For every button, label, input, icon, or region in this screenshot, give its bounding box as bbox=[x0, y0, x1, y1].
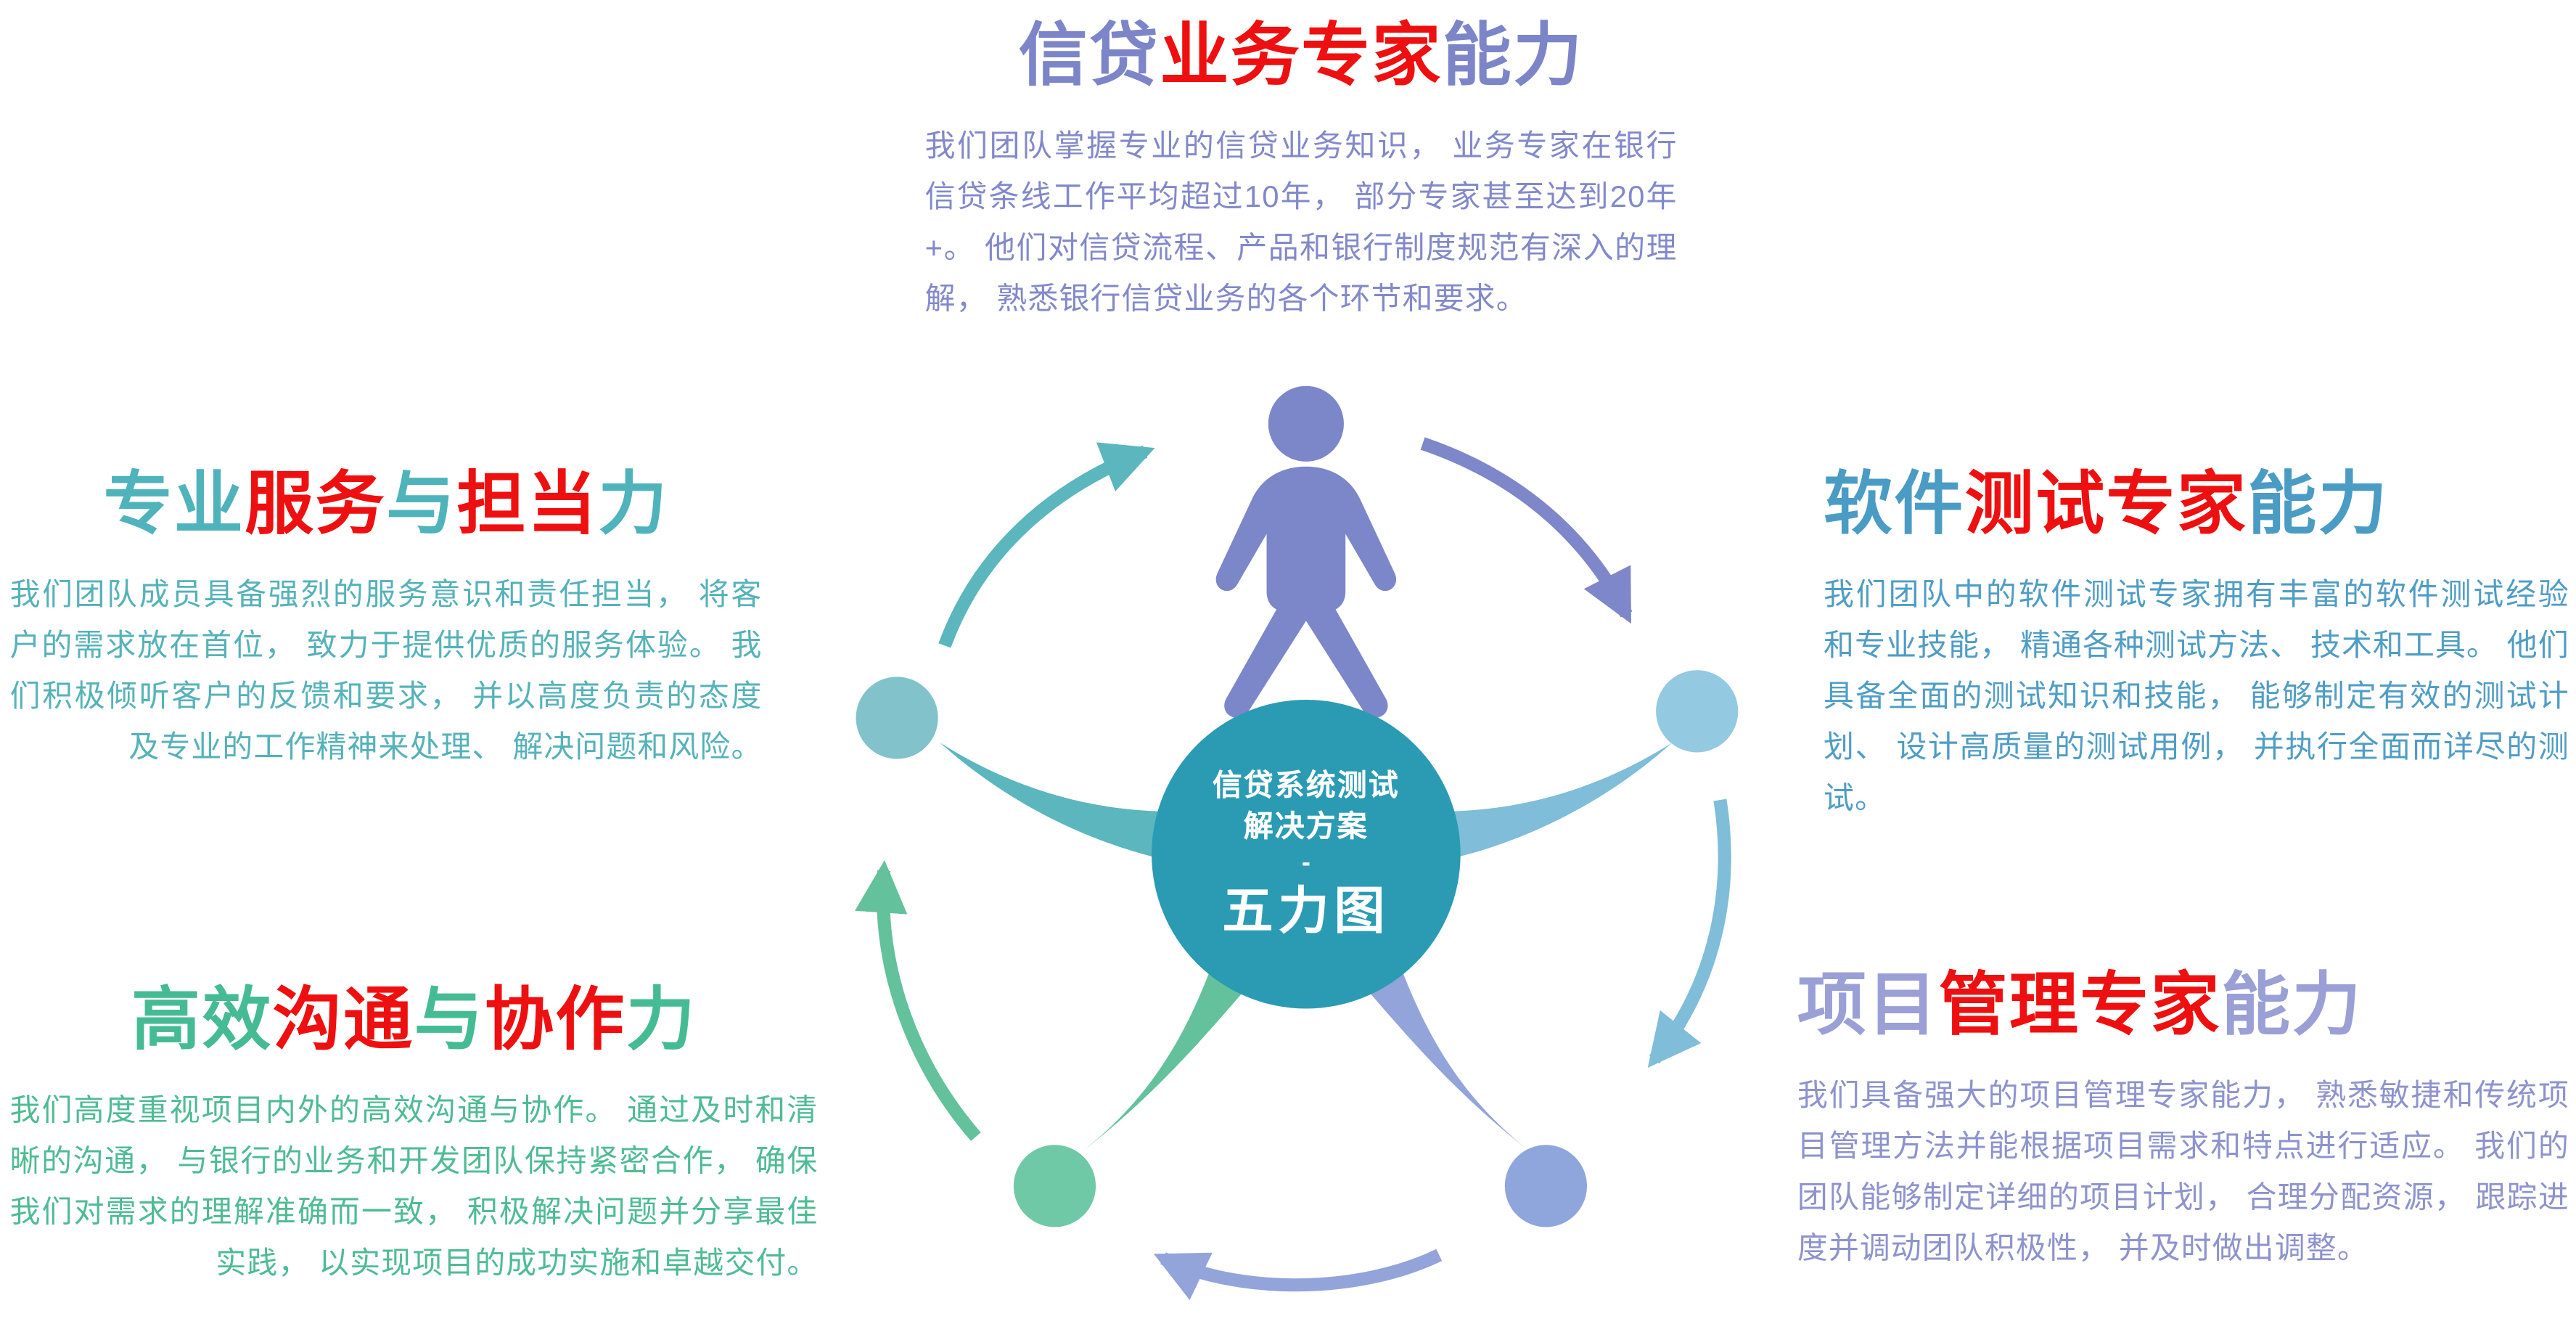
title-segment: 与 bbox=[386, 465, 457, 542]
section-body: 我们高度重视项目内外的高效沟通与协作。 通过及时和清晰的沟通， 与银行的业务和开… bbox=[9, 1091, 819, 1279]
section-efficient-communication: 高效沟通与协作力 我们高度重视项目内外的高效沟通与协作。 通过及时和清晰的沟通，… bbox=[10, 977, 819, 1287]
person-icon bbox=[1215, 385, 1397, 718]
title-segment: 协作 bbox=[484, 981, 626, 1058]
title-segment: 高效 bbox=[131, 981, 273, 1058]
section-title: 软件测试专家能力 bbox=[1824, 462, 2569, 548]
title-segment: 能力 bbox=[2247, 465, 2389, 542]
swoosh-center-to-right bbox=[1439, 742, 1673, 861]
section-body: 我们具备强大的项目管理专家能力， 熟悉敏捷和传统项目管理方法并能根据项目需求和特… bbox=[1797, 1076, 2569, 1264]
section-professional-service: 专业服务与担当力 我们团队成员具备强烈的服务意识和责任担当， 将客户的需求放在首… bbox=[10, 462, 763, 772]
arc-bottom-right-to-bottom-left bbox=[1153, 1249, 1443, 1301]
section-title: 项目管理专家能力 bbox=[1797, 963, 2569, 1049]
center-circle-badge: 信贷系统测试 解决方案 - 五力图 bbox=[1152, 700, 1461, 1009]
center-line-2: 解决方案 bbox=[1243, 809, 1369, 843]
arc-right-to-bottom-right bbox=[1647, 798, 1731, 1068]
title-segment: 能力 bbox=[2220, 965, 2363, 1044]
section-project-management-expert: 项目管理专家能力 我们具备强大的项目管理专家能力， 熟悉敏捷和传统项目管理方法并… bbox=[1797, 963, 2569, 1272]
swoosh-center-to-bottom-right bbox=[1343, 936, 1528, 1151]
swoosh-center-to-bottom-left bbox=[1084, 936, 1268, 1151]
section-body: 我们团队掌握专业的信贷业务知识， 业务专家在银行信贷条线工作平均超过10年， 部… bbox=[924, 127, 1678, 315]
arc-bottom-left-to-left bbox=[855, 859, 981, 1141]
title-segment: 力 bbox=[598, 465, 669, 542]
title-segment: 服务 bbox=[245, 465, 387, 542]
arc-left-to-top bbox=[938, 442, 1155, 648]
section-software-testing-expert: 软件测试专家能力 我们团队中的软件测试专家拥有丰富的软件测试经验和专业技能， 精… bbox=[1824, 462, 2569, 822]
center-line-1: 信贷系统测试 bbox=[1212, 769, 1400, 802]
section-title: 高效沟通与协作力 bbox=[10, 977, 819, 1063]
title-segment: 测试专家 bbox=[1964, 465, 2248, 542]
title-segment: 业务专家 bbox=[1160, 16, 1443, 94]
title-segment: 沟通 bbox=[272, 981, 414, 1058]
title-segment: 力 bbox=[625, 981, 697, 1058]
node-dot-right bbox=[1656, 670, 1739, 753]
title-segment: 信贷 bbox=[1018, 16, 1160, 94]
section-body: 我们团队中的软件测试专家拥有丰富的软件测试经验和专业技能， 精通各种测试方法、 … bbox=[1824, 576, 2569, 814]
title-segment: 项目 bbox=[1797, 965, 1939, 1044]
center-dash: - bbox=[1301, 849, 1310, 878]
title-segment: 专业 bbox=[103, 465, 245, 542]
node-dot-left bbox=[856, 677, 938, 759]
title-segment: 能力 bbox=[1442, 16, 1584, 94]
node-dot-bottom-right bbox=[1504, 1145, 1588, 1227]
section-title: 信贷业务专家能力 bbox=[925, 13, 1678, 99]
title-segment: 管理专家 bbox=[1938, 965, 2221, 1044]
title-segment: 与 bbox=[414, 981, 485, 1058]
node-dot-bottom-left bbox=[1013, 1145, 1096, 1227]
swoosh-center-to-left bbox=[940, 742, 1173, 861]
arc-top-to-right bbox=[1420, 437, 1633, 624]
center-line-3: 五力图 bbox=[1222, 882, 1390, 940]
section-title: 专业服务与担当力 bbox=[10, 462, 763, 548]
section-body: 我们团队成员具备强烈的服务意识和责任担当， 将客户的需求放在首位， 致力于提供优… bbox=[9, 576, 763, 764]
title-segment: 软件 bbox=[1824, 465, 1965, 542]
section-credit-business-expert: 信贷业务专家能力 我们团队掌握专业的信贷业务知识， 业务专家在银行信贷条线工作平… bbox=[925, 13, 1678, 323]
title-segment: 担当 bbox=[456, 465, 599, 542]
